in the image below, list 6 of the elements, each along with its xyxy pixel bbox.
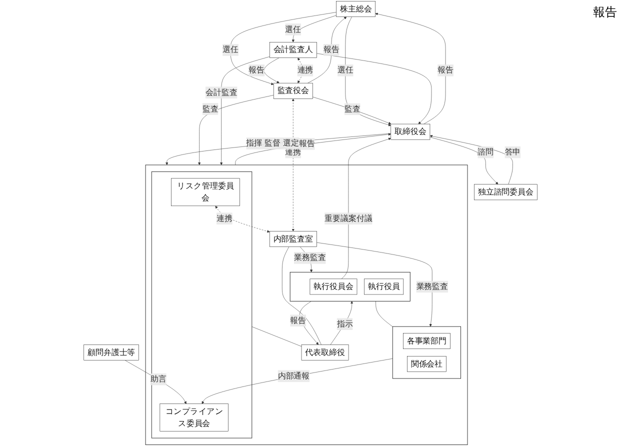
cluster	[290, 272, 410, 302]
cluster	[392, 326, 461, 379]
connector	[252, 326, 302, 347]
note-label: 報告	[593, 4, 617, 21]
cluster	[145, 164, 468, 445]
connector	[376, 301, 393, 327]
